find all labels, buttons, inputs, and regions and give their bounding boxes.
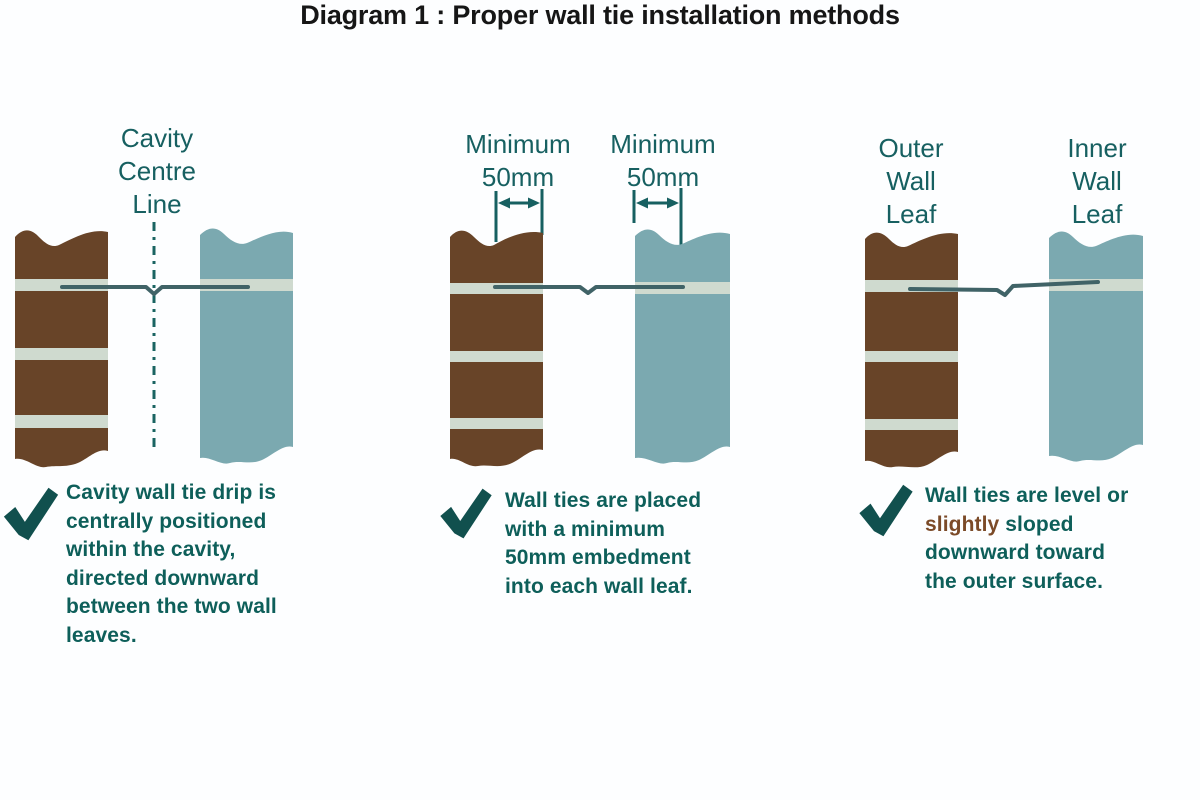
outer-wall-brick bbox=[15, 230, 108, 468]
panel3-outer-wall-leaf-label: Outer Wall Leaf bbox=[878, 133, 944, 229]
embedment-dimension-arrow-left bbox=[494, 189, 544, 242]
panel2-minimum-50mm-left-label: Minimum 50mm bbox=[465, 129, 571, 192]
outer-wall-brick bbox=[450, 230, 543, 467]
wall-tie-with-drip bbox=[60, 285, 250, 296]
panel3-wall-graphic bbox=[865, 231, 1143, 468]
panel3-inner-wall-leaf-label: Inner Wall Leaf bbox=[1067, 133, 1127, 229]
wall-tie-with-drip bbox=[493, 285, 685, 295]
panel1-wall-graphic bbox=[15, 222, 293, 468]
panel2-note: Wall ties are placed with a minimum 50mm… bbox=[505, 489, 702, 598]
panel2-minimum-50mm-right-label: Minimum 50mm bbox=[610, 129, 716, 192]
outer-wall-brick bbox=[865, 232, 958, 468]
panel1-cavity-centre-line-label: Cavity Centre Line bbox=[117, 123, 197, 219]
panel3-note: Wall ties are level or slightly sloped d… bbox=[925, 482, 1155, 596]
checkmark-icon bbox=[440, 488, 492, 539]
checkmark-icon bbox=[3, 487, 59, 541]
panel1-note: Cavity wall tie drip is centrally positi… bbox=[66, 481, 277, 647]
mortar-joints bbox=[15, 279, 108, 428]
panel3-note-after: sloped downward toward the outer surface… bbox=[925, 512, 1105, 593]
embedment-dimension-arrow-right bbox=[632, 188, 683, 245]
panel3-note-highlight: slightly bbox=[925, 512, 1000, 536]
panel2-wall-graphic bbox=[450, 188, 730, 467]
sloped-wall-tie-with-drip bbox=[908, 280, 1100, 297]
diagram-caption: Diagram 1 : Proper wall tie installation… bbox=[300, 0, 900, 30]
inner-wall-block bbox=[200, 228, 293, 464]
checkmark-icon bbox=[859, 484, 913, 537]
inner-wall-block bbox=[635, 229, 730, 464]
inner-wall-block bbox=[1049, 231, 1143, 462]
panel3-note-before: Wall ties are level or bbox=[925, 484, 1129, 507]
